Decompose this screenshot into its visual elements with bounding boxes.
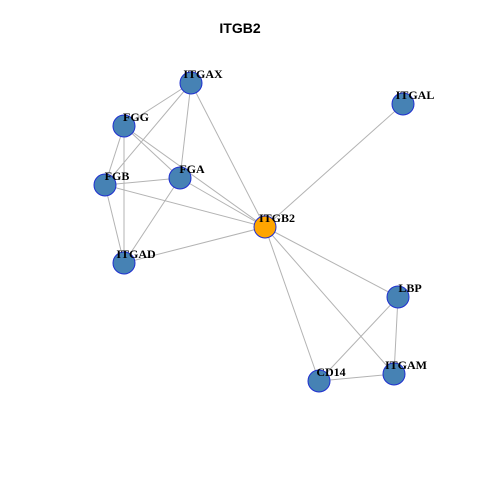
edge-itgax-fgb <box>104 82 192 186</box>
node-label-cd14: CD14 <box>316 365 345 379</box>
node-fgb[interactable] <box>93 173 117 197</box>
edge-fgb-itgad <box>104 184 125 264</box>
node-label-lbp: LBP <box>398 281 421 295</box>
edge-fgg-fga <box>123 125 181 179</box>
edge-itgax-fga <box>179 82 192 179</box>
node-cd14[interactable] <box>307 369 331 393</box>
node-itgal[interactable] <box>391 92 415 116</box>
node-itgb2[interactable] <box>253 215 277 239</box>
edge-layer <box>104 82 404 382</box>
node-label-fga: FGA <box>179 162 205 176</box>
edge-itgb2-cd14 <box>264 226 320 382</box>
edge-itgad-itgb2 <box>123 226 266 264</box>
edge-fga-itgb2 <box>179 177 266 228</box>
edge-itgb2-lbp <box>264 226 399 298</box>
edge-itgb2-itgam <box>264 226 395 375</box>
node-label-fgb: FGB <box>105 169 130 183</box>
edge-fga-fgb <box>104 177 181 186</box>
node-label-itgam: ITGAM <box>385 358 427 372</box>
edge-itgam-cd14 <box>318 373 395 382</box>
node-label-itgad: ITGAD <box>116 247 156 261</box>
node-itgam[interactable] <box>382 362 406 386</box>
node-label-itgal: ITGAL <box>396 88 435 102</box>
node-label-fgg: FGG <box>123 110 149 124</box>
node-itgax[interactable] <box>179 71 203 95</box>
edge-lbp-itgam <box>393 296 399 375</box>
edge-itgax-itgb2 <box>190 82 266 228</box>
edge-fgg-itgb2 <box>123 125 266 228</box>
node-itgad[interactable] <box>112 251 136 275</box>
edge-fgb-itgb2 <box>104 184 266 228</box>
chart-title: ITGB2 <box>219 20 261 36</box>
edge-itgal-itgb2 <box>264 103 404 228</box>
edge-itgax-fgg <box>123 82 192 127</box>
node-layer <box>93 71 415 393</box>
node-fga[interactable] <box>168 166 192 190</box>
node-lbp[interactable] <box>386 285 410 309</box>
node-fgg[interactable] <box>112 114 136 138</box>
node-label-itgb2: ITGB2 <box>259 211 295 225</box>
node-label-itgax: ITGAX <box>183 67 223 81</box>
edge-fga-itgad <box>123 177 181 264</box>
edge-lbp-cd14 <box>318 296 399 382</box>
